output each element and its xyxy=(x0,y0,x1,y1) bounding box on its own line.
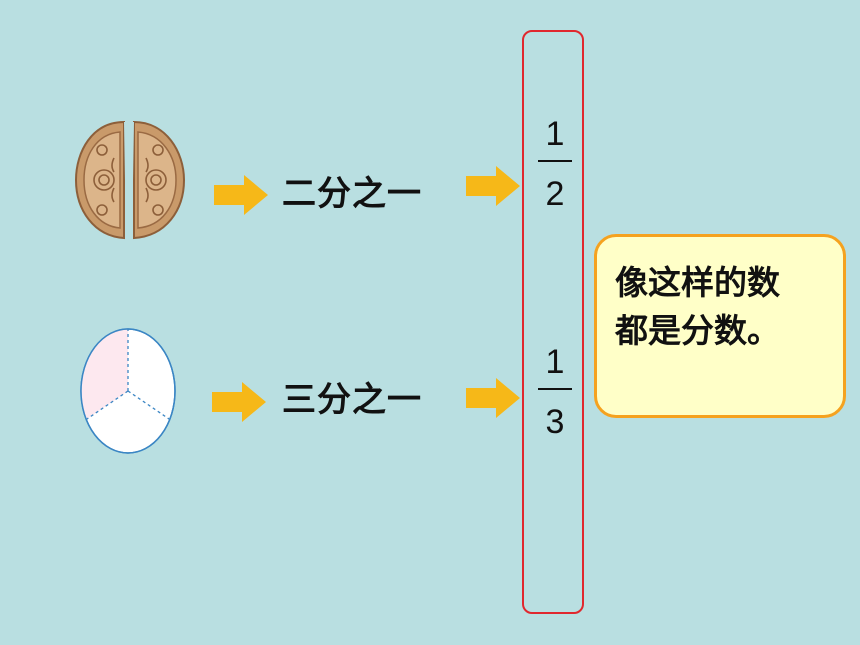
arrow-right-icon xyxy=(466,378,520,418)
arrow-right-icon xyxy=(466,166,520,206)
arrow-right-icon xyxy=(212,382,266,422)
denominator: 3 xyxy=(545,403,565,441)
numerator: 1 xyxy=(545,115,565,153)
fraction-frame xyxy=(522,30,584,614)
denominator: 2 xyxy=(545,175,565,213)
arrow-right-icon xyxy=(214,175,268,215)
note-line-1: 像这样的数 xyxy=(615,263,780,302)
note-box: 像这样的数 都是分数。 xyxy=(594,234,846,418)
fraction-bar xyxy=(538,160,572,162)
fraction-one-half: 1 2 xyxy=(524,114,586,214)
fraction-one-third: 1 3 xyxy=(524,342,586,442)
label-one-half: 二分之一 xyxy=(282,174,422,214)
fraction-bar xyxy=(538,388,572,390)
mooncake-halves-icon xyxy=(74,120,186,240)
numerator: 1 xyxy=(545,343,565,381)
label-one-third: 三分之一 xyxy=(282,380,422,420)
note-line-2: 都是分数。 xyxy=(615,311,780,350)
circle-thirds-icon xyxy=(80,328,176,454)
